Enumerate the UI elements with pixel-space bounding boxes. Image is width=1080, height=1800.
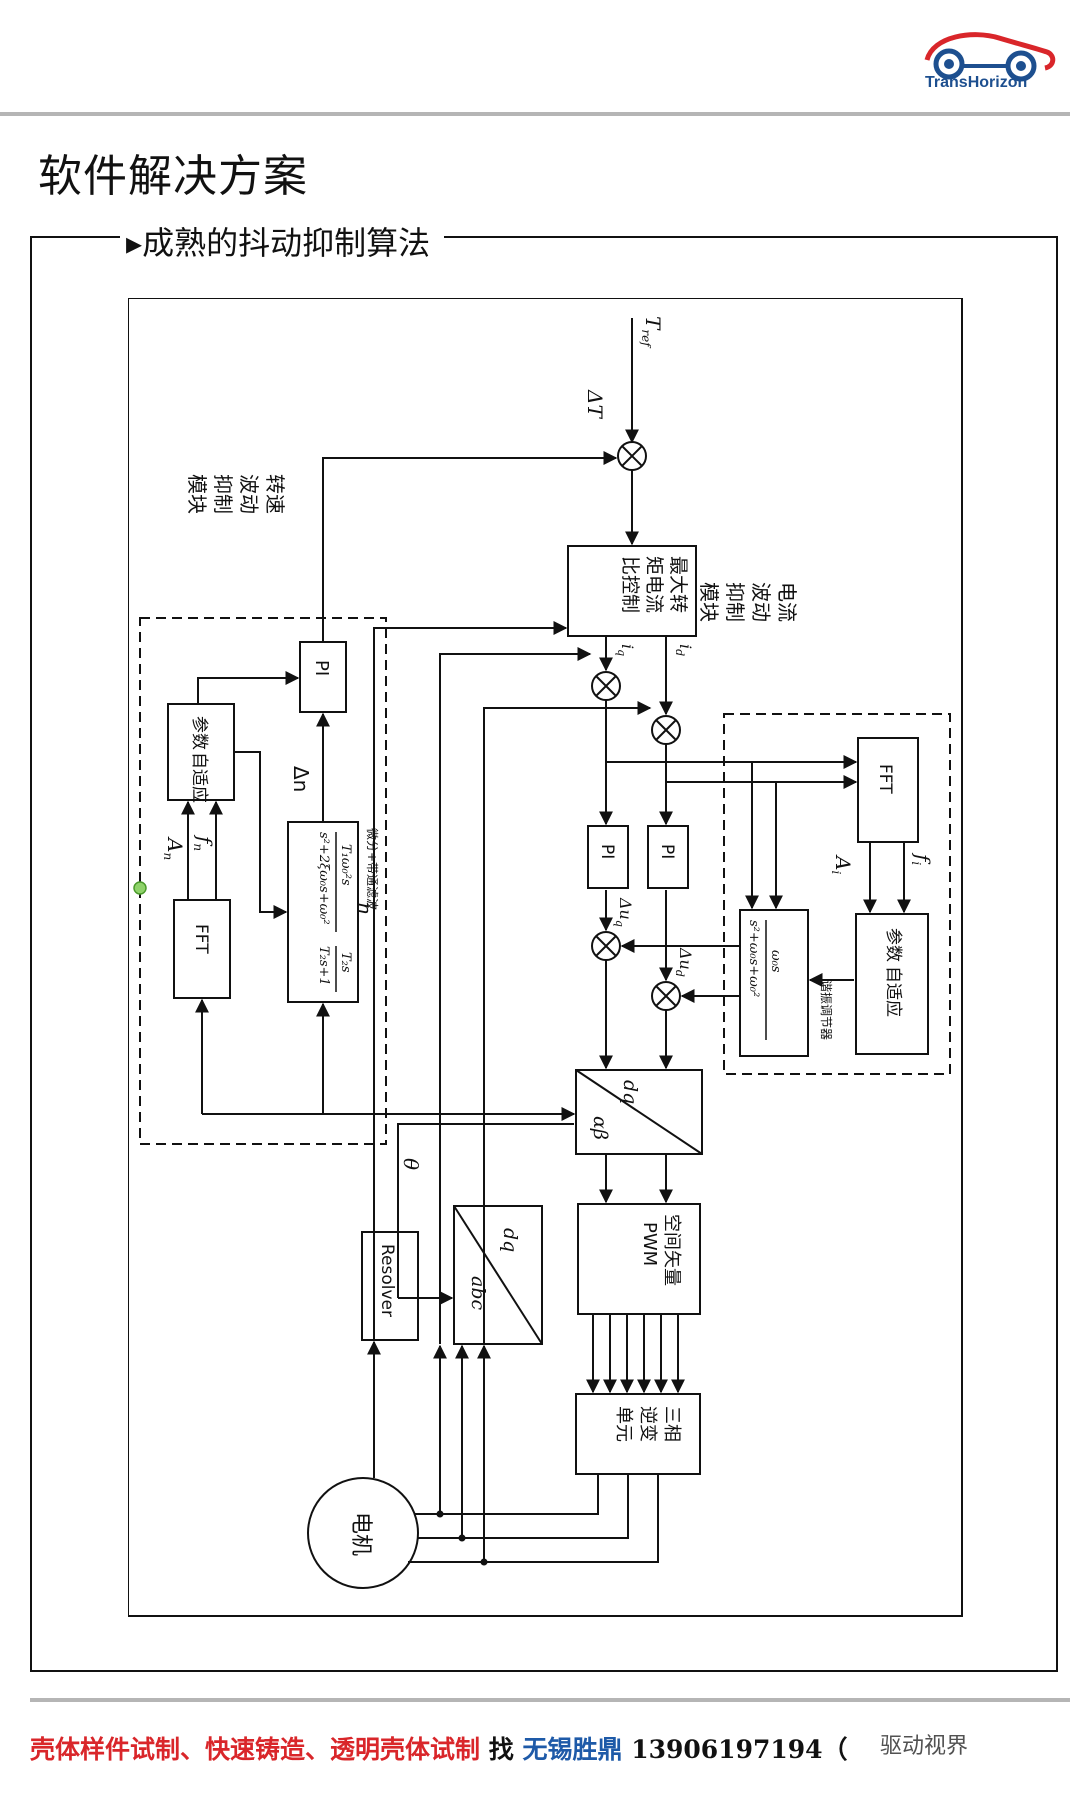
bottom-divider [30,1698,1070,1702]
svpwm-label: 空间矢量 PWM [639,1214,682,1286]
svg-text:抑制: 抑制 [211,474,235,514]
motor-label: 电机 [348,1512,373,1556]
current-fft-label: FFT [875,764,895,794]
svg-text:参数: 参数 [883,928,903,962]
current-pi-q-label: PI [597,844,617,859]
svg-text:s²+ω₀s+ω₀²: s²+ω₀s+ω₀² [746,920,761,997]
current-pi-d-block [647,825,689,889]
footer-ad: 壳体样件试制、快速铸造、透明壳体试制 找 无锡胜鼎 13906197194（ [30,1730,1070,1770]
svg-text:ω₀s: ω₀s [768,950,783,973]
iq-label: iq [615,644,637,656]
brand-name: TransHorizon [925,74,1028,91]
svg-text:波动: 波动 [749,582,773,622]
footer-find: 找 [488,1735,514,1764]
svg-text:T₁ω₀²s: T₁ω₀²s [338,844,353,886]
resolver-block [361,1231,419,1341]
svg-text:转速: 转速 [263,474,287,514]
content-frame [30,236,1058,1672]
current-resonant-block [739,909,809,1057]
current-module-box [723,713,951,1075]
current-adaptive-block [855,913,929,1055]
regulator-note: 谐振调节器 [819,980,833,1040]
svg-text:自适应: 自适应 [883,966,903,1017]
alphabeta-label: αβ [589,1116,611,1140]
speed-pi-block [299,641,347,713]
inverter-label: 三相 逆变 单元 [613,1406,682,1442]
id-label: id [673,644,695,656]
dq-abc-block [453,1205,543,1345]
svg-text:逆变: 逆变 [637,1406,658,1442]
delta-n-label: Δn [289,766,313,792]
current-fft-block [857,737,919,843]
speed-filter-tf: T₁ω₀²s s²+2ξω₀s+ω₀² T₂s T₂s+1 [316,832,353,992]
jitter-suppression-block-diagram: Tref ΔT 最大转 矩电流 比控制 转速 波动 抑制 模块 电流 波动 抑制… [128,298,963,1617]
current-pi-q-block [587,825,629,889]
current-resonant-tf: ω₀s s²+ω₀s+ω₀² [746,920,783,1040]
current-module-label: 电流 波动 抑制 模块 [697,582,799,622]
diagram-border [128,298,963,1617]
a-i-label: Ai [829,854,855,874]
svg-text:模块: 模块 [185,474,209,514]
svg-text:矩电流: 矩电流 [643,556,665,613]
svg-text:PWM: PWM [639,1222,660,1266]
pwm-signal-lines [586,1314,685,1394]
mtpa-block [567,545,697,637]
speed-fft-block [173,899,231,999]
mtpa-label: 最大转 矩电流 比控制 [619,556,689,613]
svg-text:自适应: 自适应 [189,752,209,803]
svg-text:空间矢量: 空间矢量 [661,1214,682,1286]
n-label: n [353,902,377,915]
footer-services: 壳体样件试制、快速铸造、透明壳体试制 [30,1735,481,1764]
delta-ud-label: Δud [673,947,695,977]
svg-text:T₂s: T₂s [338,952,353,973]
speed-module-box [139,617,387,1145]
svg-text:最大转: 最大转 [667,556,689,613]
delta-uq-label: Δuq [613,897,635,927]
abc-label: abc [467,1276,489,1310]
current-pi-d-label: PI [657,844,677,859]
speed-module-label: 转速 波动 抑制 模块 [185,474,287,514]
f-n-label: fn [191,834,217,851]
motor-circle [307,1477,419,1589]
svg-text:T₂s+1: T₂s+1 [316,946,331,986]
delta-t-label: ΔT [583,389,607,419]
section-title: ▸成熟的抖动抑制算法 [120,218,445,264]
speed-adaptive-label: 参数 自适应 [189,716,209,803]
svg-text:波动: 波动 [237,474,261,514]
footer-phone: 13906197194（ [631,1735,848,1764]
svg-text:三相: 三相 [661,1406,682,1442]
svg-text:s²+2ξω₀s+ω₀²: s²+2ξω₀s+ω₀² [316,832,331,925]
dq-abc-top-label: dq [499,1228,521,1252]
top-divider [0,112,1070,116]
svg-text:抑制: 抑制 [723,582,747,622]
svpwm-block [577,1203,701,1315]
watermark: 驱动视界 [880,1734,969,1759]
dq-alphabeta-block [575,1069,703,1155]
resolver-label: Resolver [377,1244,397,1317]
speed-filter-note: 微分+带通滤波 [365,828,379,910]
a-n-label: An [161,836,187,860]
f-i-label: fi [909,852,935,865]
dq-label: dq [619,1080,641,1104]
slide-title: 软件解决方案 [38,151,308,202]
inverter-block [575,1393,701,1475]
tref-label: Tref [639,316,665,349]
theta-label: θ [399,1158,423,1170]
status-dot [133,881,147,895]
speed-fft-label: FFT [191,924,211,954]
current-adaptive-label: 参数 自适应 [883,928,903,1017]
footer-company: 无锡胜鼎 [522,1735,623,1764]
speed-pi-label: PI [311,660,332,676]
svg-text:电流: 电流 [775,582,799,622]
svg-text:参数: 参数 [189,716,209,750]
svg-text:比控制: 比控制 [619,556,641,613]
svg-text:模块: 模块 [697,582,721,622]
svg-text:单元: 单元 [613,1406,634,1442]
transhorizon-logo [924,32,1056,82]
